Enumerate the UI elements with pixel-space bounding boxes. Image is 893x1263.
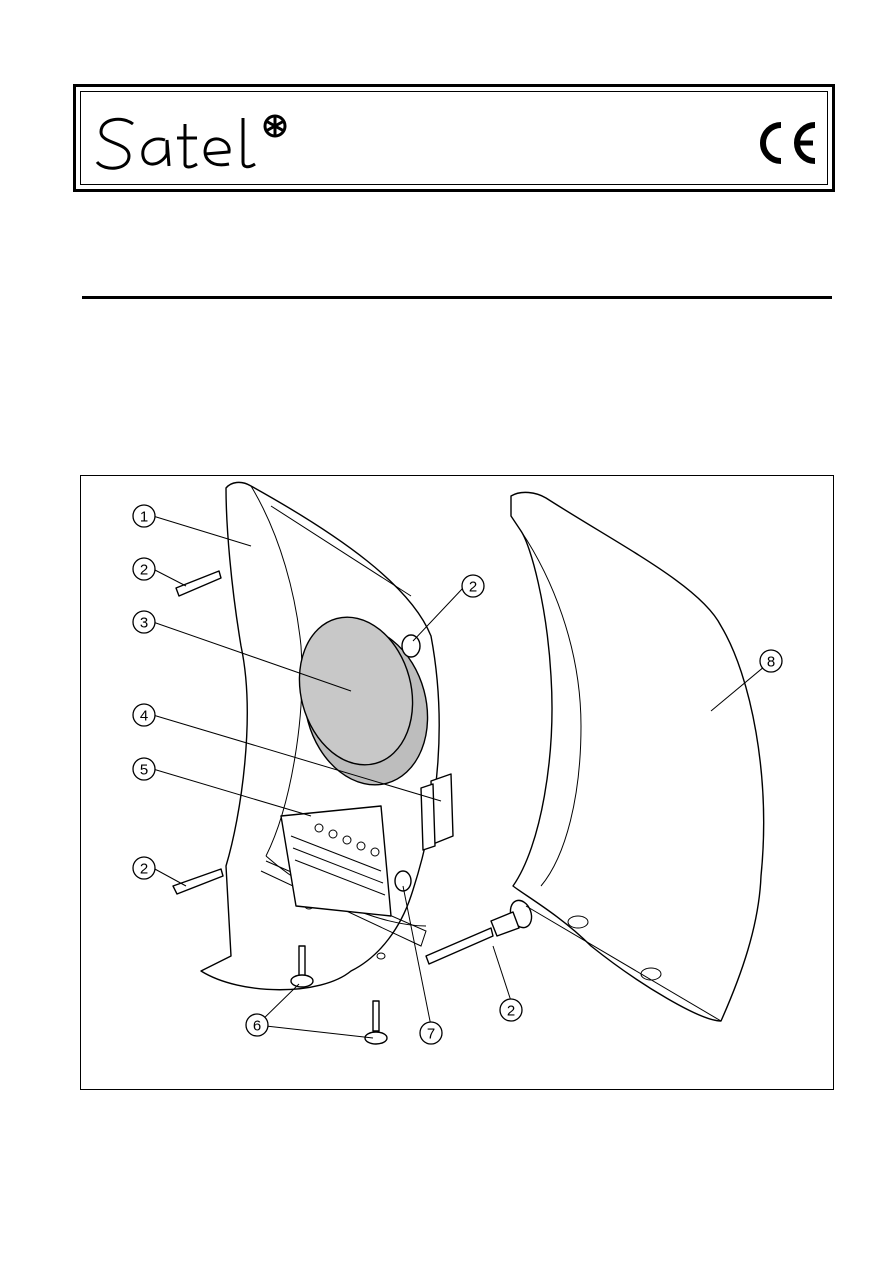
electronics-board (280, 805, 392, 917)
mounting-screws (172, 570, 533, 965)
small-screws (290, 945, 388, 1045)
svg-text:1: 1 (140, 509, 148, 526)
svg-text:5: 5 (140, 762, 148, 779)
svg-text:3: 3 (140, 615, 148, 632)
svg-text:2: 2 (469, 579, 477, 596)
callout-5: 5 (132, 757, 156, 781)
callout-4: 4 (132, 703, 156, 727)
svg-text:6: 6 (253, 1018, 261, 1035)
callout-2-lower-right: 2 (499, 998, 523, 1022)
callout-8: 8 (759, 649, 783, 673)
svg-text:2: 2 (140, 562, 148, 579)
callout-3: 3 (132, 610, 156, 634)
svg-text:4: 4 (140, 708, 148, 725)
header-box (73, 84, 835, 192)
header-inner-frame (80, 91, 828, 185)
svg-text:7: 7 (427, 1026, 435, 1043)
satel-logo (95, 114, 287, 170)
tamper-switch (420, 773, 454, 851)
callout-7: 7 (419, 1021, 443, 1045)
exploded-view-drawing: 1 2 3 4 5 2 2 2 (132, 481, 783, 1045)
exploded-view-figure: 1 2 3 4 5 2 2 2 (80, 475, 834, 1090)
front-cover (510, 491, 765, 1022)
horizontal-rule (82, 296, 832, 299)
svg-text:2: 2 (507, 1003, 515, 1020)
callout-2-upper-left: 2 (132, 557, 156, 581)
ce-certification-mark (760, 122, 816, 164)
callout-1: 1 (132, 504, 156, 528)
callout-2-middle: 2 (461, 574, 485, 598)
callout-2-lower-left: 2 (132, 856, 156, 880)
speaker (298, 616, 429, 786)
svg-text:8: 8 (767, 654, 775, 671)
callout-6: 6 (245, 1013, 269, 1037)
svg-text:2: 2 (140, 861, 148, 878)
